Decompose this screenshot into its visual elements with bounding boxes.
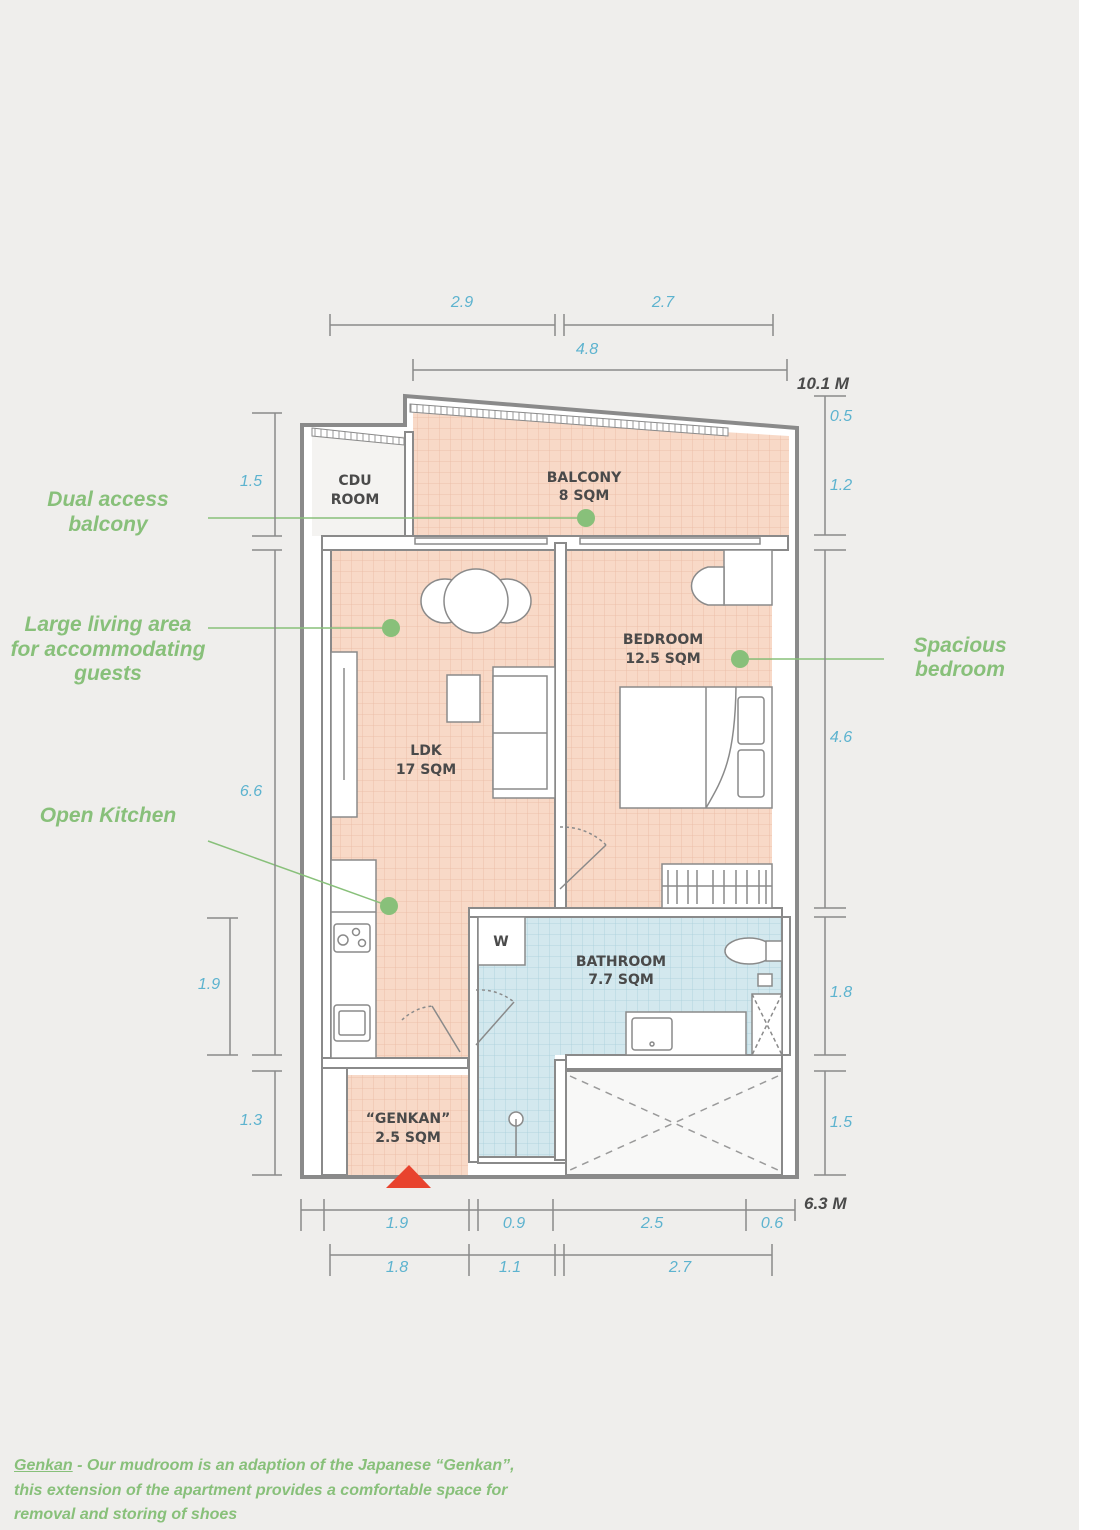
cdu-railing bbox=[311, 427, 405, 446]
cdu-room-label-2: ROOM bbox=[331, 492, 380, 508]
callout-dot-bedroom bbox=[731, 650, 749, 668]
callout-dot-balcony bbox=[577, 509, 595, 527]
kitchen-counter bbox=[330, 859, 377, 1059]
footnote-text: - Our mudroom is an adaption of the Japa… bbox=[14, 1457, 515, 1523]
bathroom-area: 7.7 SQM bbox=[588, 972, 654, 988]
callout-bedroom-2: bedroom bbox=[915, 658, 1005, 681]
dining-table bbox=[443, 568, 509, 634]
dim-left-1: 1.5 bbox=[240, 473, 262, 490]
page-edge-strip bbox=[1079, 0, 1120, 1530]
bedroom-furniture bbox=[619, 549, 773, 909]
doors bbox=[401, 826, 607, 1053]
storage-floor bbox=[565, 1070, 783, 1176]
callout-dot-living bbox=[382, 619, 400, 637]
interior-walls bbox=[321, 431, 791, 1176]
bedroom-label: BEDROOM bbox=[623, 632, 703, 648]
genkan-footnote: Genkan - Our mudroom is an adaption of t… bbox=[14, 1454, 534, 1528]
ldk-area: 17 SQM bbox=[396, 762, 456, 778]
pillow-bottom bbox=[737, 749, 765, 798]
dim-bottom-6: 1.1 bbox=[499, 1259, 521, 1276]
dim-bottom-3: 2.5 bbox=[640, 1215, 663, 1232]
washer-box bbox=[477, 916, 526, 966]
bathroom-fixtures bbox=[477, 916, 783, 1156]
tv-cabinet bbox=[330, 651, 358, 818]
bedroom-area: 12.5 SQM bbox=[625, 651, 700, 667]
windows bbox=[414, 537, 761, 545]
dim-bottom-7: 2.7 bbox=[668, 1259, 692, 1276]
dim-total-depth: 10.1 M bbox=[797, 374, 850, 393]
callouts: Dual access balcony Large living area fo… bbox=[11, 488, 1007, 915]
dim-right-1: 0.5 bbox=[830, 408, 852, 425]
dimension-lines bbox=[207, 314, 846, 1276]
dim-bottom-4: 0.6 bbox=[761, 1215, 783, 1232]
dim-left-3: 1.9 bbox=[198, 976, 220, 993]
dim-right-4: 1.8 bbox=[830, 984, 852, 1001]
dim-right-5: 1.5 bbox=[830, 1114, 852, 1131]
callout-dot-kitchen bbox=[380, 897, 398, 915]
balcony-floor bbox=[413, 413, 789, 535]
balcony-railing bbox=[409, 403, 729, 437]
bathroom-label: BATHROOM bbox=[576, 954, 666, 970]
sofa bbox=[492, 666, 556, 799]
cdu-room-label-1: CDU bbox=[338, 473, 371, 489]
footnote-term: Genkan bbox=[14, 1457, 73, 1474]
dim-bottom-2: 0.9 bbox=[503, 1215, 525, 1232]
callout-bedroom-1: Spacious bbox=[913, 634, 1006, 657]
callout-kitchen-1: Open Kitchen bbox=[40, 804, 177, 827]
balcony-area: 8 SQM bbox=[559, 488, 610, 504]
dim-left-2: 6.6 bbox=[240, 783, 262, 800]
callout-living-2: for accommodating bbox=[11, 638, 206, 661]
dining-set bbox=[420, 568, 532, 634]
dim-total-width: 6.3 M bbox=[804, 1194, 847, 1213]
pillow-top bbox=[737, 696, 765, 745]
balcony-label: BALCONY bbox=[547, 470, 622, 486]
washer-label: W bbox=[493, 934, 508, 950]
dim-top-2: 2.7 bbox=[651, 294, 675, 311]
dim-top-1: 2.9 bbox=[450, 294, 473, 311]
dim-right-2: 1.2 bbox=[830, 477, 852, 494]
callout-living-1: Large living area bbox=[25, 613, 192, 636]
callout-balcony-2: balcony bbox=[68, 513, 149, 536]
dim-top-3: 4.8 bbox=[576, 341, 598, 358]
dim-bottom-1: 1.9 bbox=[386, 1215, 408, 1232]
cdu-room-floor bbox=[312, 436, 406, 536]
genkan-label: “GENKAN” bbox=[366, 1111, 451, 1127]
dim-right-3: 4.6 bbox=[830, 729, 852, 746]
callout-living-3: guests bbox=[73, 662, 142, 685]
genkan-floor bbox=[347, 1075, 468, 1175]
entry-marker-icon bbox=[386, 1165, 431, 1188]
desk-chair bbox=[690, 566, 725, 606]
genkan-area: 2.5 SQM bbox=[375, 1130, 441, 1146]
ldk-label: LDK bbox=[410, 743, 443, 759]
desk bbox=[723, 549, 773, 606]
dim-bottom-5: 1.8 bbox=[386, 1259, 408, 1276]
coffee-table bbox=[446, 674, 481, 723]
dim-left-4: 1.3 bbox=[240, 1112, 262, 1129]
callout-balcony-1: Dual access bbox=[47, 488, 168, 511]
